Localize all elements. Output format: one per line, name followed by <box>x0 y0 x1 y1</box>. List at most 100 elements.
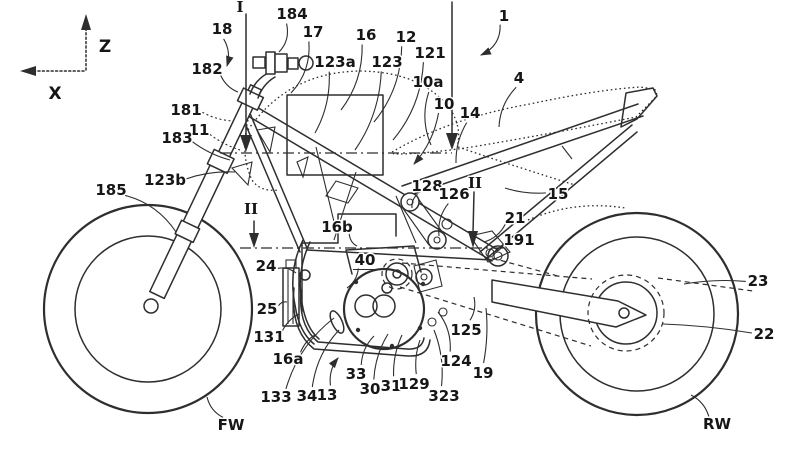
ref-label-21: 21 <box>505 209 526 227</box>
ref-label-181: 181 <box>170 101 201 119</box>
front-fork <box>143 84 265 314</box>
ref-label-184: 184 <box>276 5 307 23</box>
bodywork-dotted-outlines <box>244 70 658 221</box>
leader-line-131 <box>281 313 300 332</box>
ref-label-15: 15 <box>548 185 569 203</box>
leader-line-182 <box>219 74 239 93</box>
drive-chain-dashed-lines <box>381 258 754 347</box>
leader-line-18 <box>223 38 234 68</box>
ref-label-182: 182 <box>191 60 222 78</box>
leader-line-121 <box>392 62 424 141</box>
leader-line-185 <box>124 194 177 233</box>
cover-plate-16b <box>301 213 397 313</box>
ref-label-191: 191 <box>503 231 534 249</box>
ref-label-18: 18 <box>212 20 233 38</box>
main-frame <box>241 102 499 262</box>
leader-line-30 <box>373 333 389 380</box>
leader-line-RW <box>690 394 710 417</box>
ref-label-II: II <box>244 200 258 218</box>
leader-line-125 <box>469 296 476 321</box>
leader-line-16 <box>340 44 363 111</box>
ref-label-16: 16 <box>356 26 377 44</box>
ref-label-10: 10 <box>434 95 455 113</box>
leader-line-191 <box>492 243 505 253</box>
seat-outline <box>390 86 658 155</box>
leader-lines <box>124 23 752 418</box>
leader-line-34 <box>311 329 340 388</box>
rear-axle <box>618 307 630 319</box>
ref-label-133: 133 <box>260 388 291 406</box>
ref-label-128: 128 <box>411 177 442 195</box>
ref-label-183: 183 <box>161 129 192 147</box>
leader-line-21 <box>483 223 506 243</box>
ref-label-10a: 10a <box>413 73 444 91</box>
ref-label-124: 124 <box>440 352 471 370</box>
ref-label-12: 12 <box>396 28 417 46</box>
ref-label-25: 25 <box>257 300 278 318</box>
leader-line-25 <box>278 301 288 307</box>
ref-label-31: 31 <box>381 377 402 395</box>
leader-line-4 <box>498 86 517 128</box>
front-axle <box>143 298 159 314</box>
ref-label-14: 14 <box>460 104 481 122</box>
battery-box <box>286 94 397 313</box>
leader-line-323 <box>433 329 443 387</box>
leader-line-31 <box>393 334 403 377</box>
ref-label-4: 4 <box>514 69 524 87</box>
lower-clamp <box>230 161 253 187</box>
leader-line-23 <box>683 279 746 285</box>
ref-label-I: I <box>236 0 243 16</box>
leader-line-40 <box>346 268 359 289</box>
ref-label-FW: FW <box>218 416 245 434</box>
ref-label-121: 121 <box>414 44 445 62</box>
ref-label-11: 11 <box>189 121 210 139</box>
ref-label-33: 33 <box>346 365 367 383</box>
leader-line-14 <box>455 122 468 164</box>
leader-line-1 <box>479 24 501 56</box>
leader-line-33 <box>360 335 375 365</box>
x-axis-label: X <box>48 84 61 104</box>
leader-line-184 <box>278 23 289 53</box>
leader-line-17 <box>290 41 310 94</box>
ref-label-23: 23 <box>748 272 769 290</box>
leader-line-123 <box>354 71 382 151</box>
ref-label-125: 125 <box>450 321 481 339</box>
ref-label-123b: 123b <box>144 171 186 189</box>
leader-line-24 <box>277 267 297 274</box>
ref-label-129: 129 <box>398 375 429 393</box>
leader-line-181 <box>202 111 235 122</box>
leader-line-15 <box>504 187 546 194</box>
x-axis-arrow-icon <box>20 66 36 76</box>
leader-line-FW <box>206 396 224 418</box>
seat-rails <box>401 103 644 260</box>
output-sprocket <box>385 262 409 286</box>
ref-label-24: 24 <box>256 257 277 275</box>
ref-label-22: 22 <box>754 325 775 343</box>
engine-unit <box>329 245 448 351</box>
handlebar-assembly <box>249 51 314 99</box>
chain-guard-bracket <box>469 230 511 263</box>
rear-sprocket-dashed-circle <box>587 274 665 352</box>
z-axis-label: Z <box>99 37 111 57</box>
underguard <box>292 287 431 357</box>
leader-line-123a <box>314 71 330 134</box>
ref-label-323: 323 <box>428 387 459 405</box>
ref-label-17: 17 <box>303 23 324 41</box>
leader-line-183 <box>192 141 231 161</box>
kick-slot <box>329 310 345 334</box>
ref-label-30: 30 <box>360 380 381 398</box>
leader-line-10 <box>413 112 440 165</box>
section-line-I <box>220 1 458 154</box>
leader-line-19 <box>483 307 488 364</box>
swingarm <box>487 245 665 352</box>
ref-label-126: 126 <box>438 185 469 203</box>
ref-label-131: 131 <box>253 328 284 346</box>
ref-label-40: 40 <box>355 251 376 269</box>
ref-label-19: 19 <box>473 364 494 382</box>
radiator <box>282 259 311 327</box>
leader-line-129 <box>415 339 421 375</box>
ref-label-II: II <box>468 174 482 192</box>
